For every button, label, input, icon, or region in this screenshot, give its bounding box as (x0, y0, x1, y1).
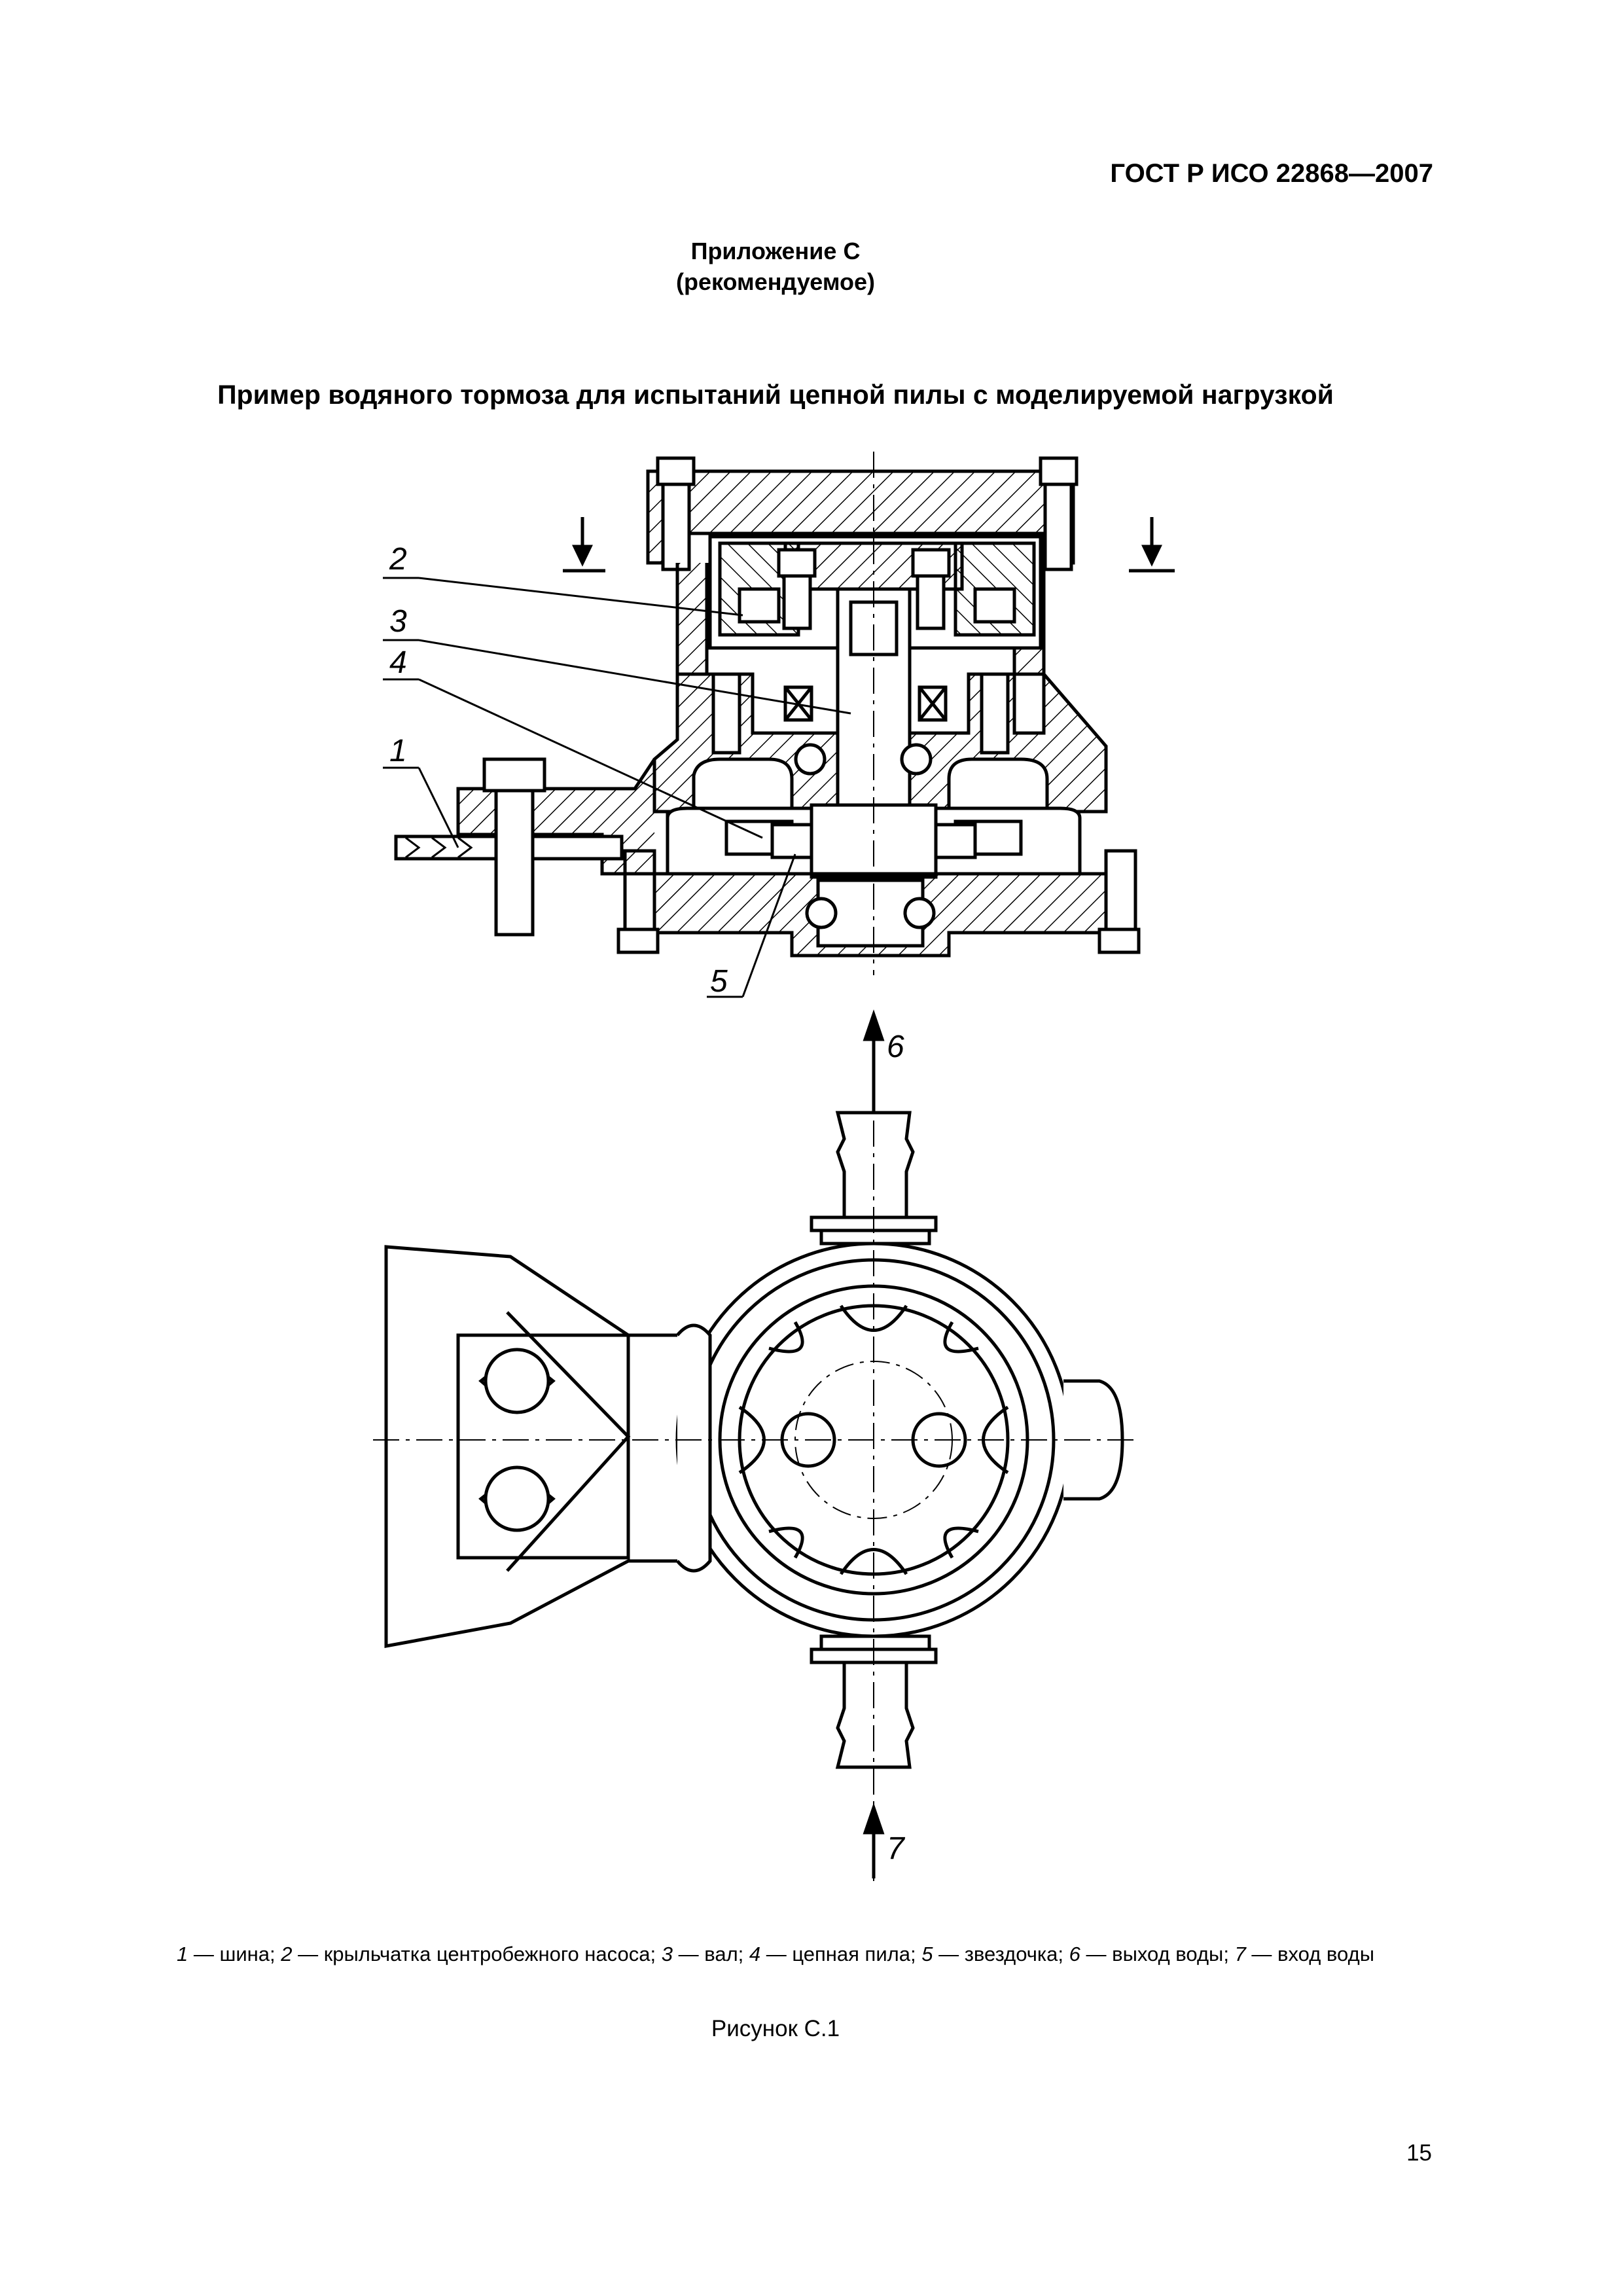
annex-title: Приложение С (690, 238, 861, 264)
label-4: 4 (389, 645, 407, 680)
section-view (394, 452, 1175, 975)
label-5: 5 (710, 964, 728, 999)
label-3: 3 (389, 604, 407, 639)
standard-header: ГОСТ Р ИСО 22868—2007 (1110, 159, 1433, 188)
label-1: 1 (389, 734, 407, 768)
figure-caption: Рисунок С.1 (711, 2016, 840, 2041)
label-7: 7 (887, 1831, 906, 1866)
page-number: 15 (1406, 2140, 1432, 2166)
label-2: 2 (389, 542, 407, 577)
annex-subtitle: (рекомендуемое) (676, 268, 875, 295)
figure-legend: 1 — шина; 2 — крыльчатка центробежного н… (177, 1943, 1374, 1965)
label-6: 6 (887, 1030, 904, 1064)
figure-title: Пример водяного тормоза для испытаний це… (217, 380, 1334, 410)
section-leaders (383, 577, 851, 998)
plan-view (373, 1009, 1139, 1885)
